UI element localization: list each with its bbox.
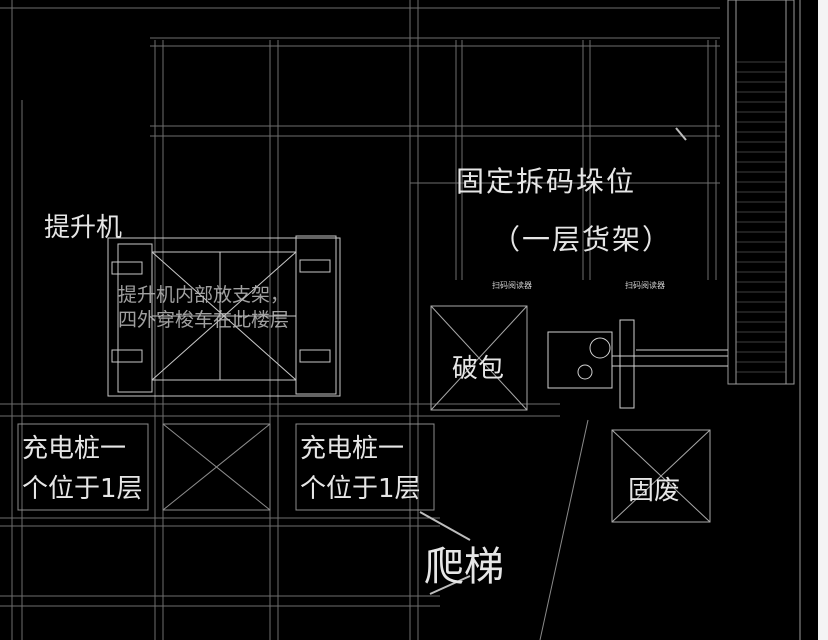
fixed-position-title: 固定拆码垛位 (456, 165, 637, 198)
solid-waste-label: 固废 (628, 476, 681, 506)
hoist-label: 提升机 (44, 213, 123, 243)
charger-left-line2: 个位于1层 (22, 474, 143, 504)
robot-arm (547, 319, 728, 409)
rack-hatching (736, 61, 786, 373)
solid-waste-box (611, 429, 711, 523)
hoist-note-line1: 提升机内部放支架， (118, 284, 290, 306)
grid-lines (0, 0, 720, 640)
fixed-position-subtitle: （一层货架） (492, 223, 673, 256)
ladder-label: 爬梯 (424, 544, 504, 590)
diagonal-guide (539, 419, 589, 640)
charger-right-line2: 个位于1层 (300, 474, 421, 504)
rack-column (727, 0, 801, 640)
bag-breaking-box (430, 305, 528, 411)
charger-areas (17, 423, 435, 511)
charger-left-line1: 充电桩一 (22, 434, 127, 464)
page-right-border (818, 0, 828, 640)
reader-label-left: 扫码阅读器 (492, 281, 532, 290)
hoist-note-line2: 四外穿梭车在此楼层 (118, 309, 290, 331)
hoist-frame (107, 235, 341, 397)
reader-label-right: 扫码阅读器 (625, 281, 665, 290)
bag-breaking-label: 破包 (452, 354, 505, 384)
charger-right-line1: 充电桩一 (300, 434, 405, 464)
ladder-marks (419, 127, 687, 595)
